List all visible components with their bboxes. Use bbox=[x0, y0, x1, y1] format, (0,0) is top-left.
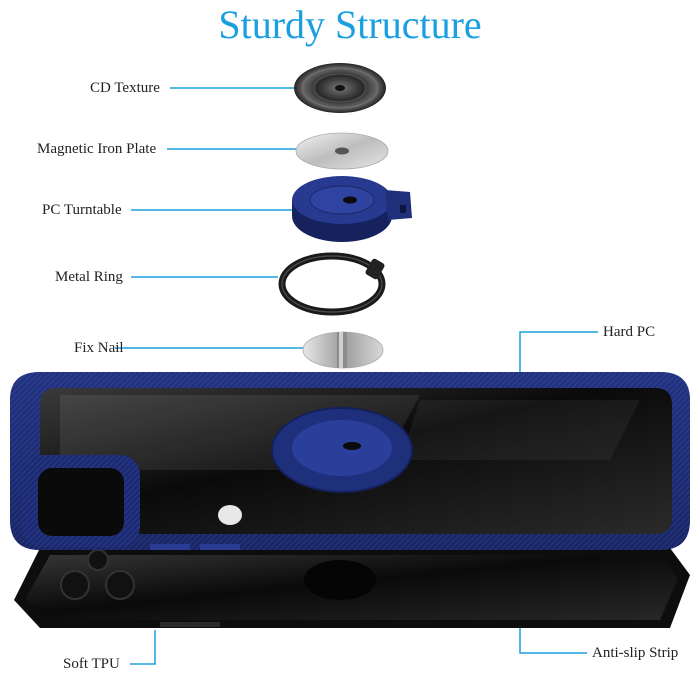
label-metal-ring: Metal Ring bbox=[55, 269, 123, 285]
cd-texture-disc bbox=[294, 63, 386, 113]
label-magnetic-iron-plate: Magnetic Iron Plate bbox=[37, 141, 157, 157]
leader-line-soft-tpu bbox=[130, 630, 156, 665]
fix-nail bbox=[302, 331, 384, 369]
magnetic-iron-plate bbox=[295, 132, 389, 170]
label-cd-texture: CD Texture bbox=[90, 80, 160, 96]
label-anti-slip-strip: Anti-slip Strip bbox=[592, 645, 679, 661]
hard-pc-case bbox=[10, 372, 690, 550]
pc-turntable bbox=[292, 176, 412, 242]
label-soft-tpu: Soft TPU bbox=[63, 656, 120, 672]
soft-tpu-layer bbox=[14, 548, 690, 628]
label-hard-pc: Hard PC bbox=[603, 324, 656, 340]
label-fix-nail: Fix Nail bbox=[74, 340, 124, 356]
metal-ring bbox=[278, 252, 386, 316]
label-pc-turntable: PC Turntable bbox=[42, 202, 122, 218]
leader-line-anti-slip bbox=[519, 625, 587, 654]
page-title: Sturdy Structure bbox=[218, 2, 482, 47]
